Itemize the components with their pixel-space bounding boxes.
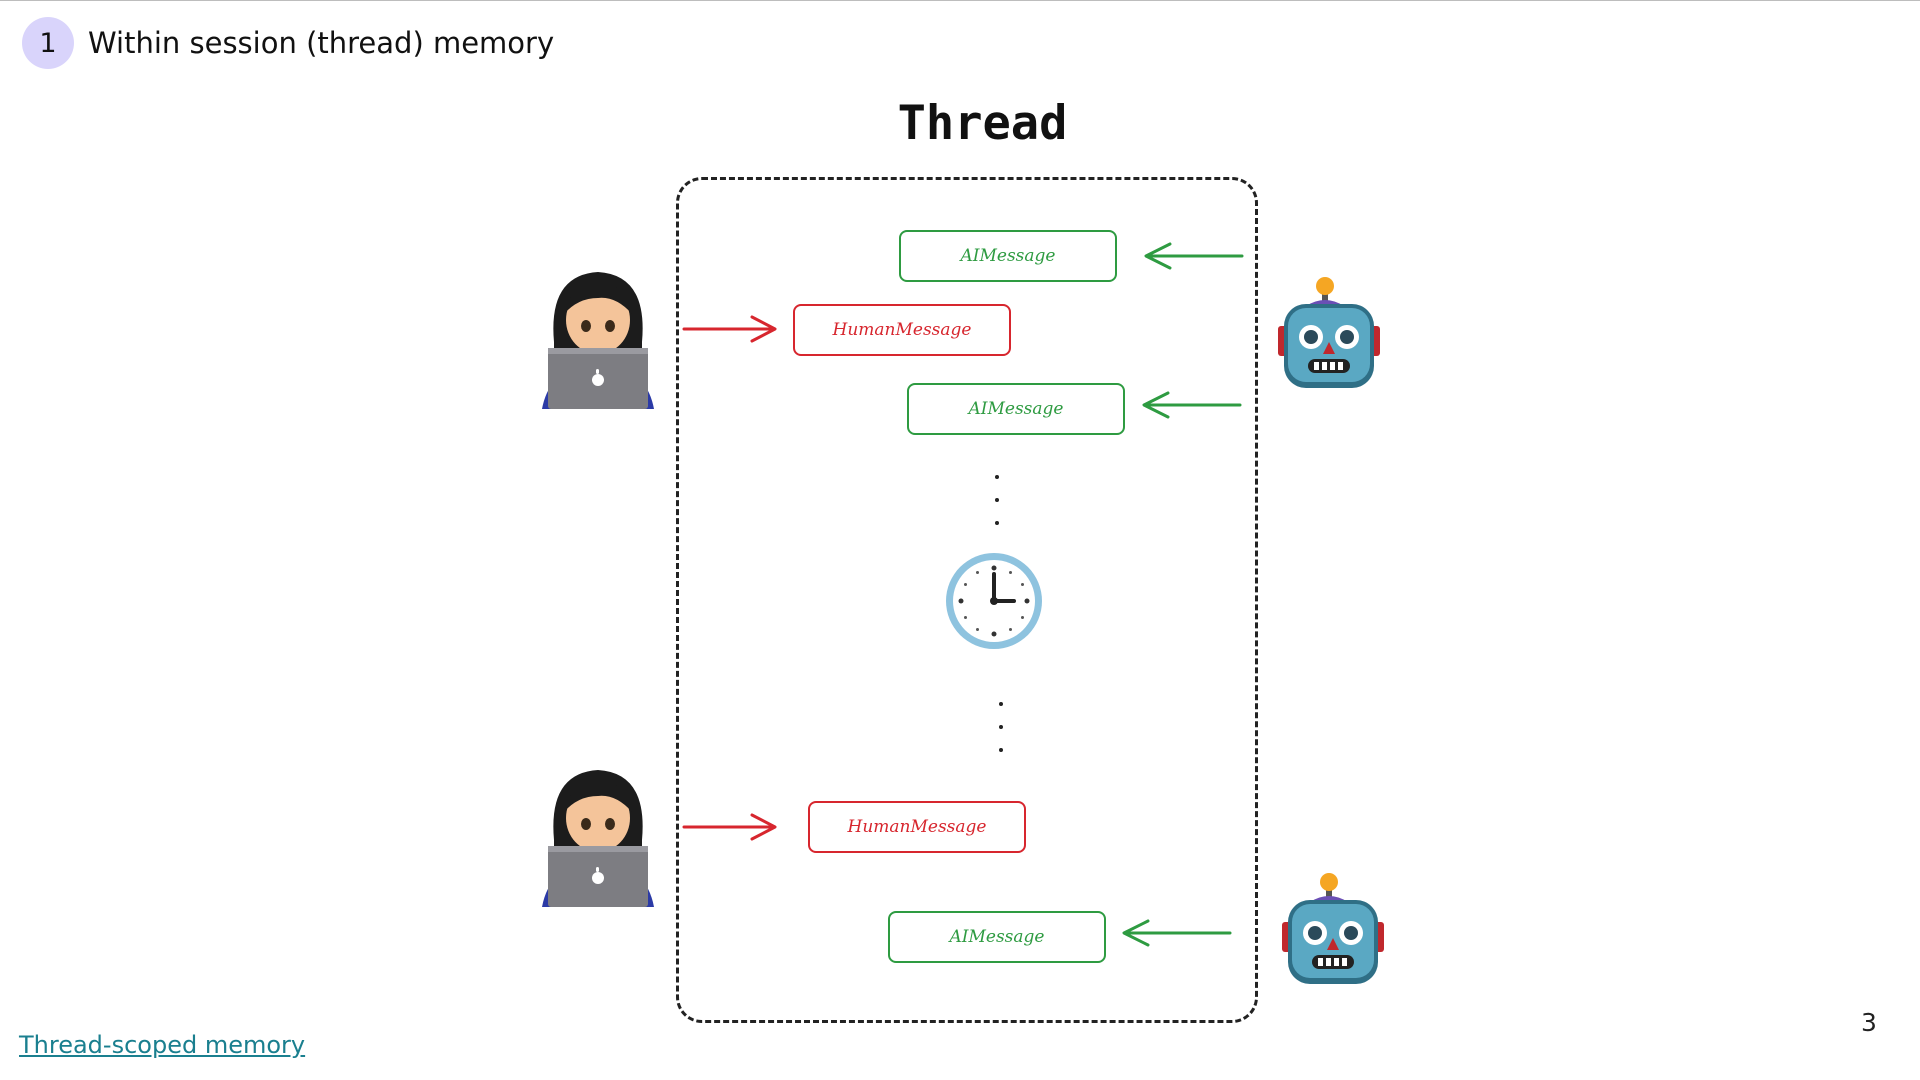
thread-container [676,177,1258,1023]
ellipsis-dot [999,702,1003,706]
page-number: 3 [1861,1008,1877,1037]
robot-icon [1278,277,1380,388]
diagram-title: Thread [897,96,1068,151]
thread-scoped-memory-link[interactable]: Thread-scoped memory [19,1031,306,1059]
slide-title: Within session (thread) memory [88,26,555,60]
ellipsis-dot [999,725,1003,729]
ai-message-box: AIMessage [888,911,1106,963]
ai-arrow [1142,391,1242,419]
ai-arrow [1144,242,1244,270]
woman-technologist-icon [542,272,654,409]
clock-icon [946,553,1042,649]
woman-technologist-icon [542,770,654,907]
robot-icon [1282,873,1384,984]
human-message-box: HumanMessage [808,801,1026,853]
top-border [0,0,1920,1]
ellipsis-dot [999,748,1003,752]
ai-arrow [1122,919,1232,947]
slide-header: 1 Within session (thread) memory [22,17,554,69]
ellipsis-dot [995,498,999,502]
section-number-badge: 1 [22,17,74,69]
ai-message-box: AIMessage [899,230,1117,282]
human-arrow [682,315,777,343]
ellipsis-dot [995,521,999,525]
ellipsis-dot [995,475,999,479]
human-message-box: HumanMessage [793,304,1011,356]
human-arrow [682,813,777,841]
ai-message-box: AIMessage [907,383,1125,435]
